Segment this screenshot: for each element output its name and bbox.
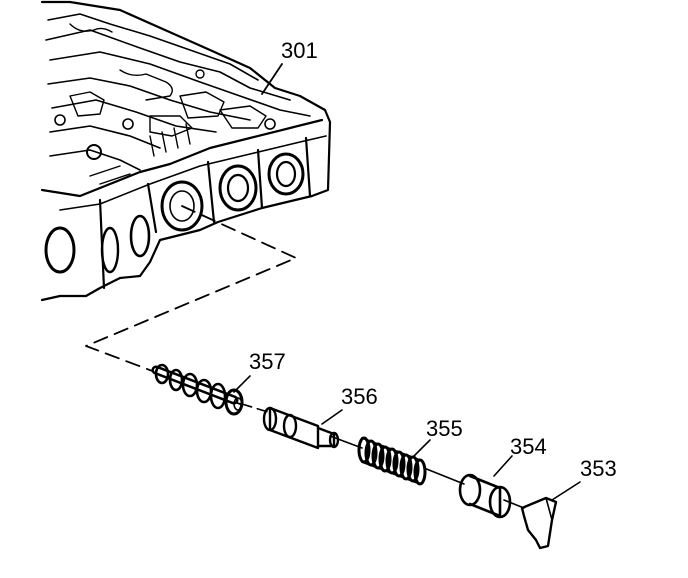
plug-356 (262, 406, 340, 450)
callout-356: 356 (341, 384, 378, 409)
callout-354: 354 (510, 434, 547, 459)
callout-353: 353 (580, 456, 617, 481)
spring-355 (357, 436, 427, 486)
leader-301 (261, 63, 283, 95)
callout-301: 301 (281, 38, 318, 63)
sleeve-354 (458, 473, 512, 519)
callout-355: 355 (426, 416, 463, 441)
retainer-clip-353 (520, 496, 558, 550)
valve-357 (151, 363, 244, 416)
valve-body (40, 0, 332, 302)
callout-357: 357 (249, 349, 286, 374)
